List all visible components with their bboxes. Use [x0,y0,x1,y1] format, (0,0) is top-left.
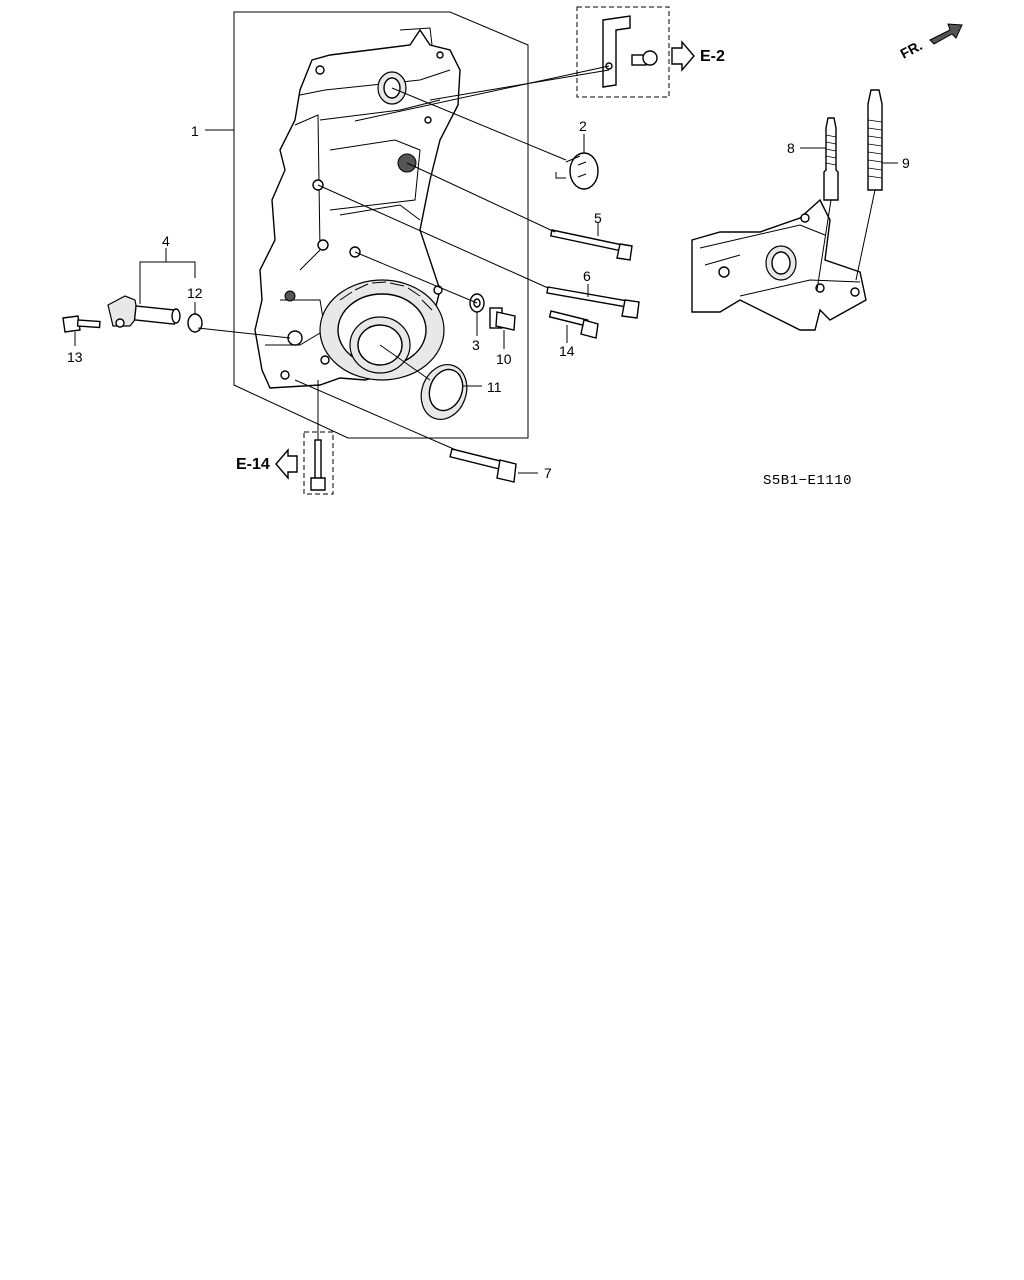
leader-lines [74,65,898,474]
front-direction-arrow-icon [929,23,963,45]
sensor-4 [107,295,181,328]
callout-14: 14 [559,343,575,359]
assembly-frame [233,11,529,439]
inset-view [691,198,867,331]
callout-8: 8 [787,140,795,156]
bolt-5 [549,229,633,261]
callout-13: 13 [67,349,83,365]
reference-e2: E-2 [700,48,725,65]
oil-seal-11 [420,364,468,420]
chain-case [254,27,461,389]
callout-2: 2 [579,118,587,134]
callout-10: 10 [496,351,512,367]
bolt-13 [62,315,101,333]
callout-5: 5 [594,210,602,226]
bolt-7 [449,448,517,483]
bracket-e2-box: E-2 [576,6,725,98]
arrow-left-outline-icon [275,448,298,480]
reference-e14: E-14 [236,456,270,473]
callout-3: 3 [472,337,480,353]
bolt-e14-box: E-14 [236,431,334,495]
callout-9: 9 [902,155,910,171]
bolt-10 [489,307,516,331]
drawing-code: S5B1−E1110 [763,473,852,489]
callout-labels: 1 2 3 4 5 6 7 8 9 10 11 12 13 14 [67,118,910,481]
callout-4: 4 [162,233,170,249]
stud-8 [816,117,839,291]
callout-12: 12 [187,285,203,301]
bolt-14 [548,310,599,339]
callout-1: 1 [191,123,199,139]
callout-6: 6 [583,268,591,284]
arrow-right-outline-icon [671,40,695,72]
front-direction-mark: FR. [897,23,963,62]
fr-label: FR. [897,37,924,62]
o-ring-12 [187,313,203,333]
callout-11: 11 [487,379,502,395]
callout-7: 7 [544,465,552,481]
stud-9 [855,89,883,281]
